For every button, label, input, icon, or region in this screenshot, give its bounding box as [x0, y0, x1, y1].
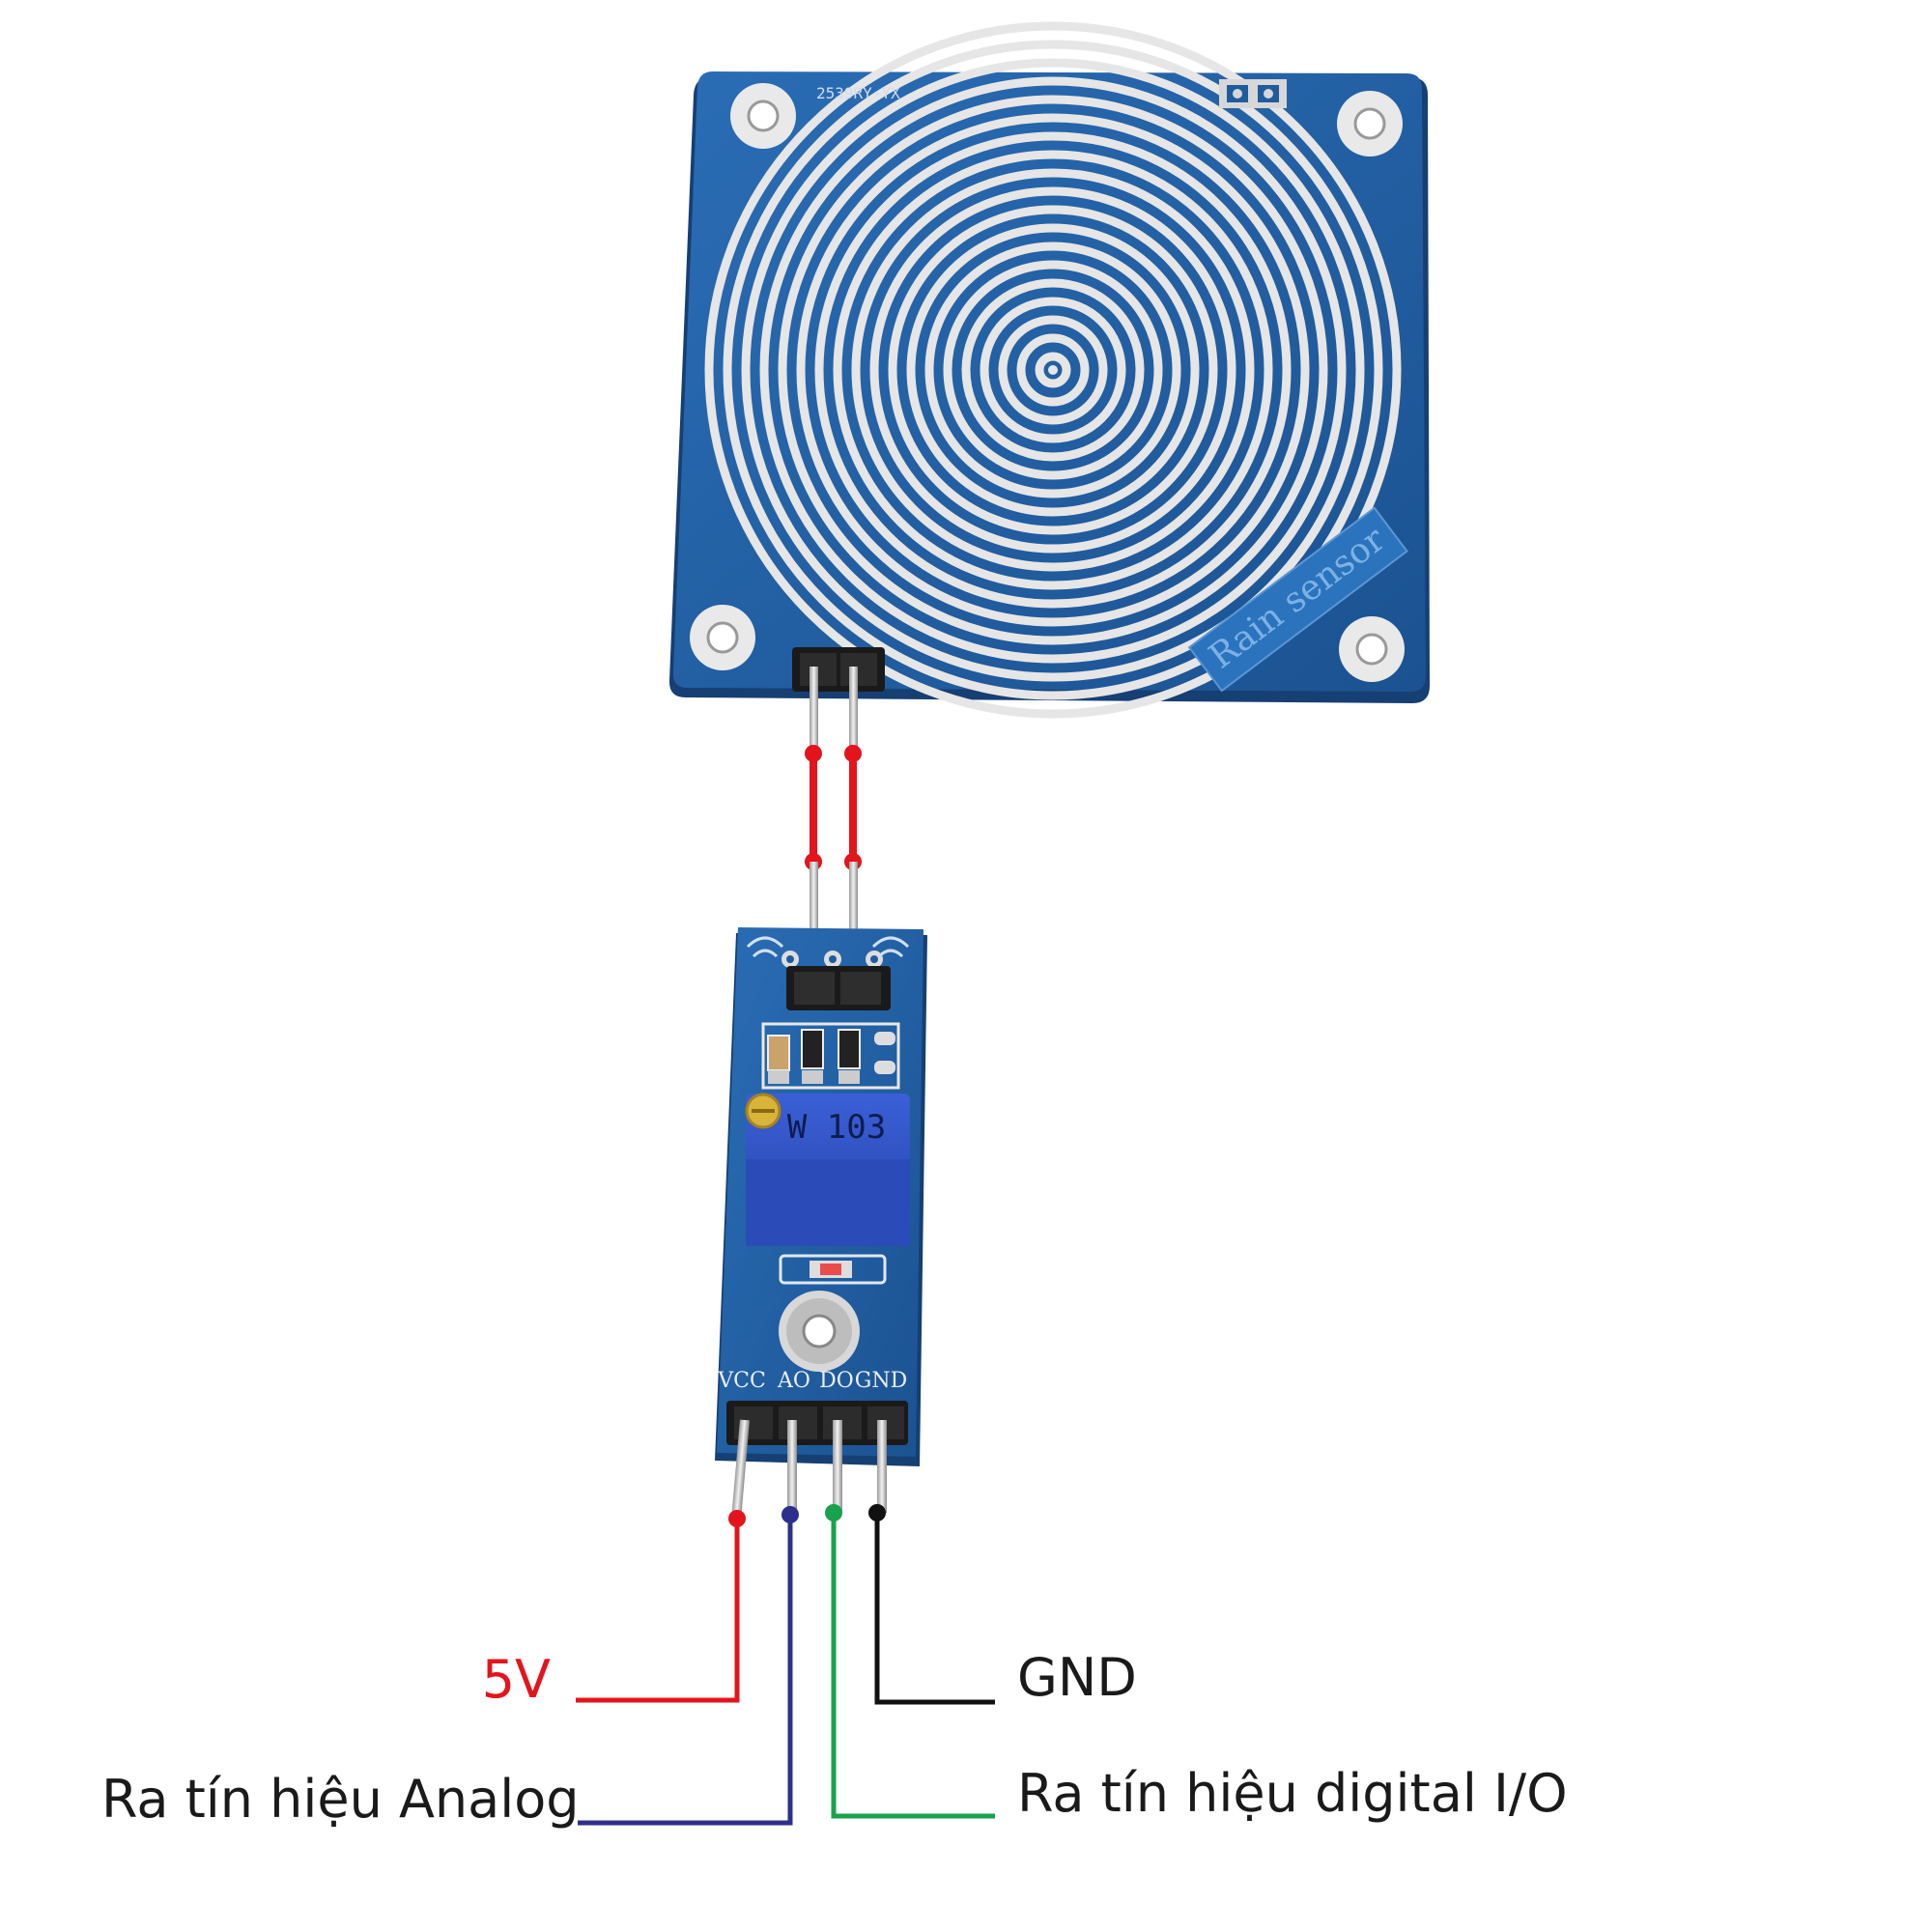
output-header — [726, 1401, 908, 1445]
board-input-pin — [810, 862, 818, 978]
pad-icon — [1219, 79, 1287, 108]
sensor-trace-ring — [888, 205, 1218, 535]
sensor-trace-ring — [741, 58, 1365, 682]
sensor-trace-ring — [1035, 352, 1071, 388]
sensor-trace-ring — [1016, 333, 1090, 407]
plate-pin — [810, 667, 818, 753]
mounting-hole — [1339, 616, 1405, 682]
led-indicator — [779, 1254, 887, 1285]
sensor-traces — [704, 21, 1402, 719]
trim-screw-icon[interactable] — [745, 1093, 781, 1129]
sensor-trace-ring — [998, 315, 1108, 425]
board-input-pin — [849, 862, 858, 978]
plate-pin — [849, 667, 858, 753]
sensor-plate: 2539RY-YX Rain sensor — [668, 21, 1430, 719]
sensor-trace-ring — [943, 260, 1163, 480]
part-code: 2539RY-YX — [816, 84, 900, 102]
mounting-hole — [730, 83, 796, 149]
sensor-trace-ring — [869, 186, 1236, 554]
pin-label-gnd: GND — [855, 1369, 907, 1393]
link-dot — [805, 745, 822, 762]
sensor-trace-ring — [851, 168, 1255, 572]
input-header — [786, 966, 891, 1010]
ao-wire — [578, 1515, 793, 1826]
link-dot — [844, 745, 862, 762]
pin-label-ao: AO — [777, 1369, 810, 1393]
pin-label-vcc: VCC — [717, 1369, 766, 1393]
sensor-center-dot — [1048, 365, 1058, 375]
potentiometer[interactable]: W 103 — [745, 1093, 910, 1246]
vcc-wire — [576, 1519, 740, 1703]
sensor-trace-ring — [759, 76, 1347, 664]
mounting-hole — [779, 1291, 860, 1372]
sensor-trace-ring — [924, 242, 1181, 498]
sensor-trace-ring — [980, 297, 1126, 443]
mounting-hole — [1337, 91, 1403, 156]
vcc-dot — [728, 1510, 746, 1527]
do-dot — [825, 1504, 842, 1521]
gnd-wire — [874, 1513, 995, 1705]
output-wires — [576, 1513, 995, 1826]
gnd-dot — [868, 1504, 886, 1521]
do-wire — [831, 1513, 995, 1819]
sensor-trace-ring — [704, 21, 1402, 719]
sensor-trace-ring — [723, 40, 1383, 700]
digital-out-callout: Ra tín hiệu digital I/O — [1017, 1763, 1568, 1824]
mounting-hole — [690, 605, 755, 670]
header-holes — [781, 951, 883, 968]
sensor-trace-ring — [906, 223, 1200, 517]
plate-link-wires — [805, 745, 862, 870]
pin-label-do: DO — [819, 1369, 854, 1393]
sensor-trace-ring — [796, 113, 1310, 627]
pot-marking: W 103 — [787, 1108, 886, 1147]
smd-components — [761, 1022, 900, 1090]
sensor-trace-ring — [814, 131, 1292, 609]
vcc-callout: 5V — [481, 1649, 551, 1710]
sensor-trace-ring — [833, 150, 1273, 590]
plate-header — [792, 647, 885, 692]
sensor-trace-ring — [778, 95, 1328, 645]
gnd-callout: GND — [1017, 1647, 1137, 1708]
sensor-trace-ring — [961, 278, 1145, 462]
ao-dot — [781, 1506, 799, 1523]
output-pins — [731, 1419, 887, 1514]
analog-out-callout: Ra tín hiệu Analog — [101, 1769, 580, 1830]
